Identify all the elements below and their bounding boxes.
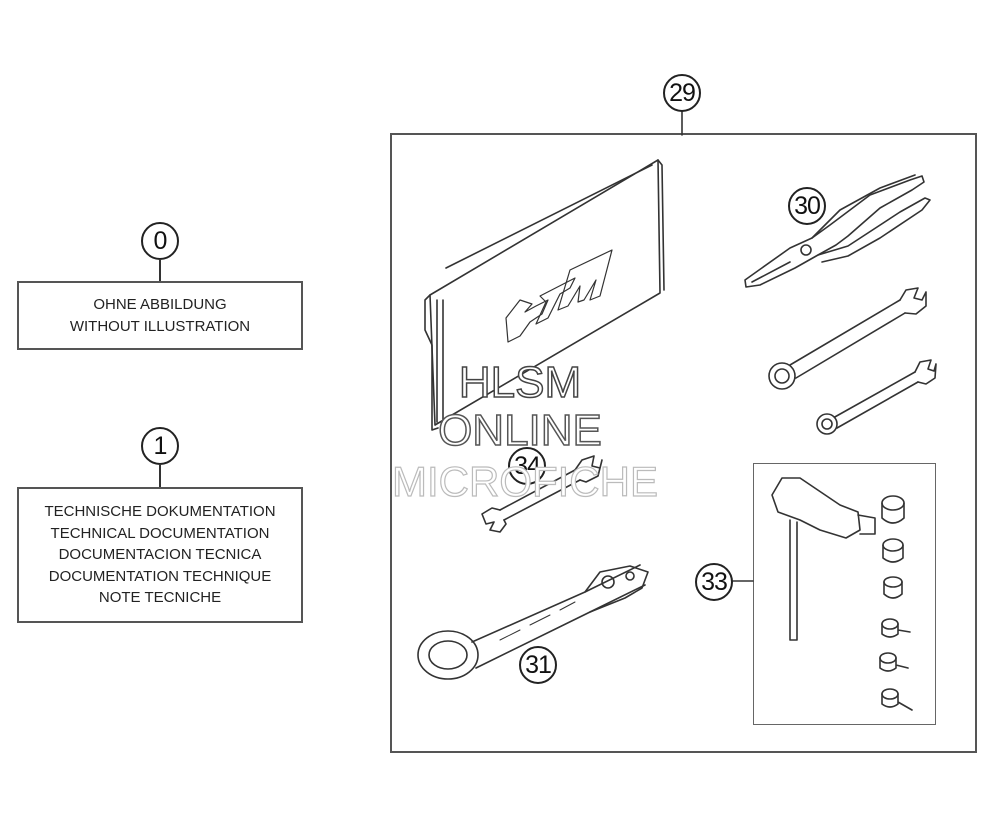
tech-doc-line-de: TECHNISCHE DOKUMENTATION: [44, 503, 276, 521]
callout-33[interactable]: 33: [695, 563, 733, 601]
leader-line-0: [159, 259, 161, 282]
tool-bag-drawing[interactable]: [424, 159, 665, 431]
tech-doc-line-it: NOTE TECNICHE: [98, 589, 222, 607]
hex-bit-sockets-drawing[interactable]: [879, 495, 913, 711]
hex-driver-set-frame: [753, 463, 936, 725]
without-illustration-box: OHNE ABBILDUNG WITHOUT ILLUSTRATION: [17, 281, 303, 350]
tech-doc-line-en: TECHNICAL DOCUMENTATION: [50, 524, 270, 542]
tool-kit-frame: [390, 133, 977, 753]
callout-0[interactable]: 0: [141, 222, 179, 260]
callout-34[interactable]: 34: [508, 447, 546, 485]
without-illustration-line-2: WITHOUT ILLUSTRATION: [69, 317, 251, 335]
callout-29[interactable]: 29: [663, 74, 701, 112]
combination-wrench-small-drawing[interactable]: [816, 359, 937, 435]
without-illustration-line-1: OHNE ABBILDUNG: [93, 296, 227, 313]
tech-doc-line-es: DOCUMENTACION TECNICA: [58, 546, 262, 564]
tech-doc-line-fr: DOCUMENTATION TECHNIQUE: [48, 567, 272, 585]
multi-purpose-wrench-drawing[interactable]: [417, 564, 649, 680]
t-handle-hex-driver-drawing[interactable]: [771, 477, 876, 641]
ktm-logo-icon: [505, 249, 613, 343]
callout-31[interactable]: 31: [519, 646, 557, 684]
pliers-drawing[interactable]: [744, 174, 931, 288]
open-end-wrench-drawing[interactable]: [481, 455, 603, 533]
combination-wrench-large-drawing[interactable]: [768, 287, 927, 390]
technical-documentation-box: TECHNISCHE DOKUMENTATION TECHNICAL DOCUM…: [17, 487, 303, 623]
callout-1[interactable]: 1: [141, 427, 179, 465]
leader-line-1: [159, 464, 161, 488]
callout-30[interactable]: 30: [788, 187, 826, 225]
